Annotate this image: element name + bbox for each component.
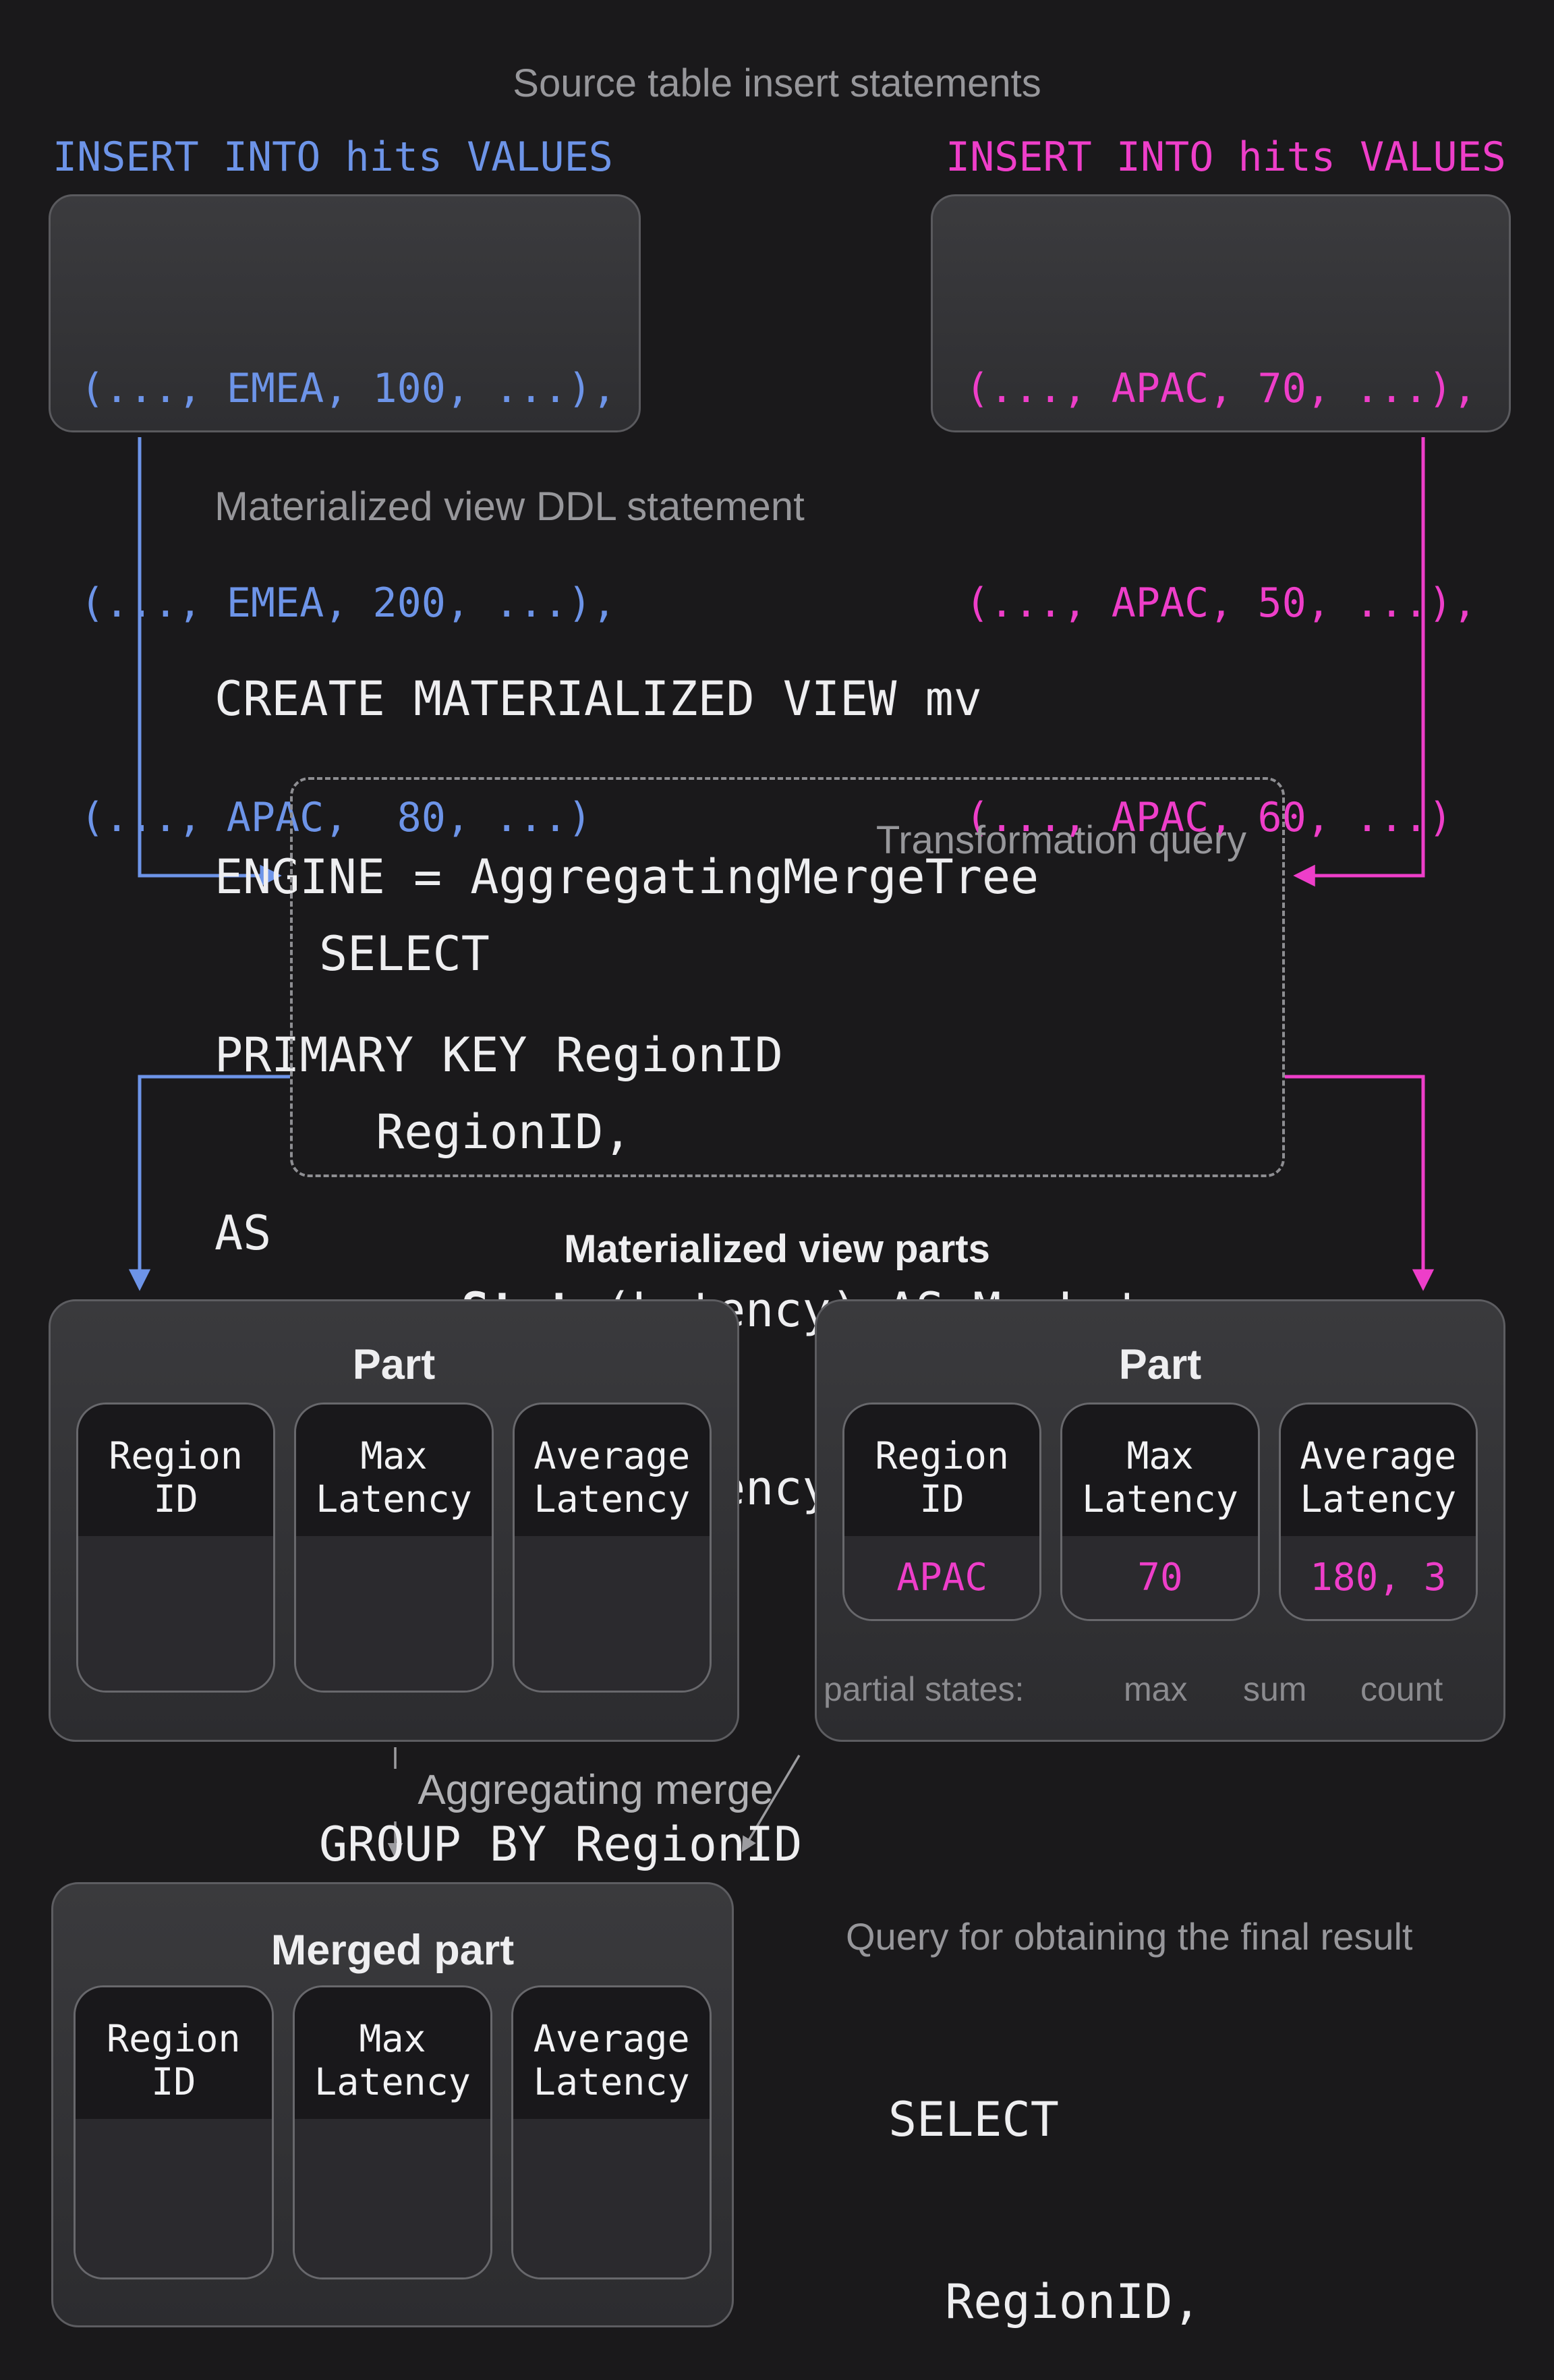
title-source-inserts: Source table insert statements (513, 61, 1041, 105)
column-data: APAC (844, 1536, 1040, 1619)
final-line: SELECT (888, 2092, 1059, 2147)
column-region-id: RegionID EMEAAPAC (74, 1985, 274, 2279)
insert-header-right: INSERT INTO hits VALUES (946, 134, 1506, 181)
insert-box-left: (..., EMEA, 100, ...), (..., EMEA, 200, … (49, 194, 641, 841)
label-aggregating-merge: Aggregating merge (418, 1767, 774, 1813)
label-ddl: Materialized view DDL statement (214, 484, 805, 529)
final-line: RegionID, (888, 2274, 1201, 2329)
insert-header-left: INSERT INTO hits VALUES (53, 134, 613, 181)
label-final-query: Query for obtaining the final result (846, 1915, 1413, 1958)
ddl-line: ENGINE = AggregatingMergeTree (214, 849, 1039, 905)
label-transformation-query: Transformation query (875, 818, 1246, 862)
column-data: 180, 3 (1280, 1536, 1476, 1619)
ddl-line: PRIMARY KEY RegionID (214, 1027, 783, 1083)
part-right-title: Part (1118, 1341, 1202, 1388)
merged-part-title: Merged part (270, 1927, 515, 1974)
column-data: 20080 (294, 2119, 491, 2277)
column-data: EMEAAPAC (78, 1536, 274, 1691)
transformation-query-box (290, 777, 1285, 1177)
column-data: EMEAAPAC (76, 2119, 272, 2277)
ddl-line: CREATE MATERIALIZED VIEW mv (214, 671, 982, 727)
transform-line: RegionID, (319, 1104, 632, 1160)
transform-line: SELECT (319, 926, 490, 982)
insert-box-right: (..., APAC, 70, ...), (..., APAC, 50, ..… (931, 194, 1511, 841)
partial-state-count: count (1360, 1670, 1443, 1708)
column-data: 300, 2260, 4 (513, 2119, 710, 2277)
column-region-id: RegionID EMEAAPAC (76, 1402, 276, 1693)
part-left-title: Part (352, 1341, 436, 1388)
insert-left-line: (..., EMEA, 100, ...), (80, 365, 616, 412)
insert-right-line: (..., APAC, 70, ...), (965, 365, 1477, 412)
column-data: 70 (1062, 1536, 1258, 1619)
partial-states-label: partial states: (824, 1670, 1025, 1708)
insert-right-line: (..., APAC, 50, ...), (965, 579, 1477, 627)
insert-right-line: (..., APAC, 60, ...) (965, 794, 1453, 841)
transform-line: GROUP BY RegionID (319, 1817, 803, 1872)
ddl-line: AS (214, 1206, 272, 1261)
partial-state-max: max (1124, 1670, 1188, 1708)
insert-left-line: (..., APAC, 80, ...) (80, 794, 592, 841)
column-data: 20080 (296, 1536, 492, 1691)
ddl-code: CREATE MATERIALIZED VIEW mv ENGINE = Agg… (214, 550, 1039, 1382)
label-materialized-view-parts: Materialized view parts (564, 1227, 990, 1271)
column-data: 300, 280, 1 (514, 1536, 710, 1691)
merged-part-box: Merged part RegionID EMEAAPAC MaxLatency… (51, 1882, 734, 2327)
partial-state-sum: sum (1243, 1670, 1307, 1708)
insert-left-line: (..., EMEA, 200, ...), (80, 579, 616, 627)
